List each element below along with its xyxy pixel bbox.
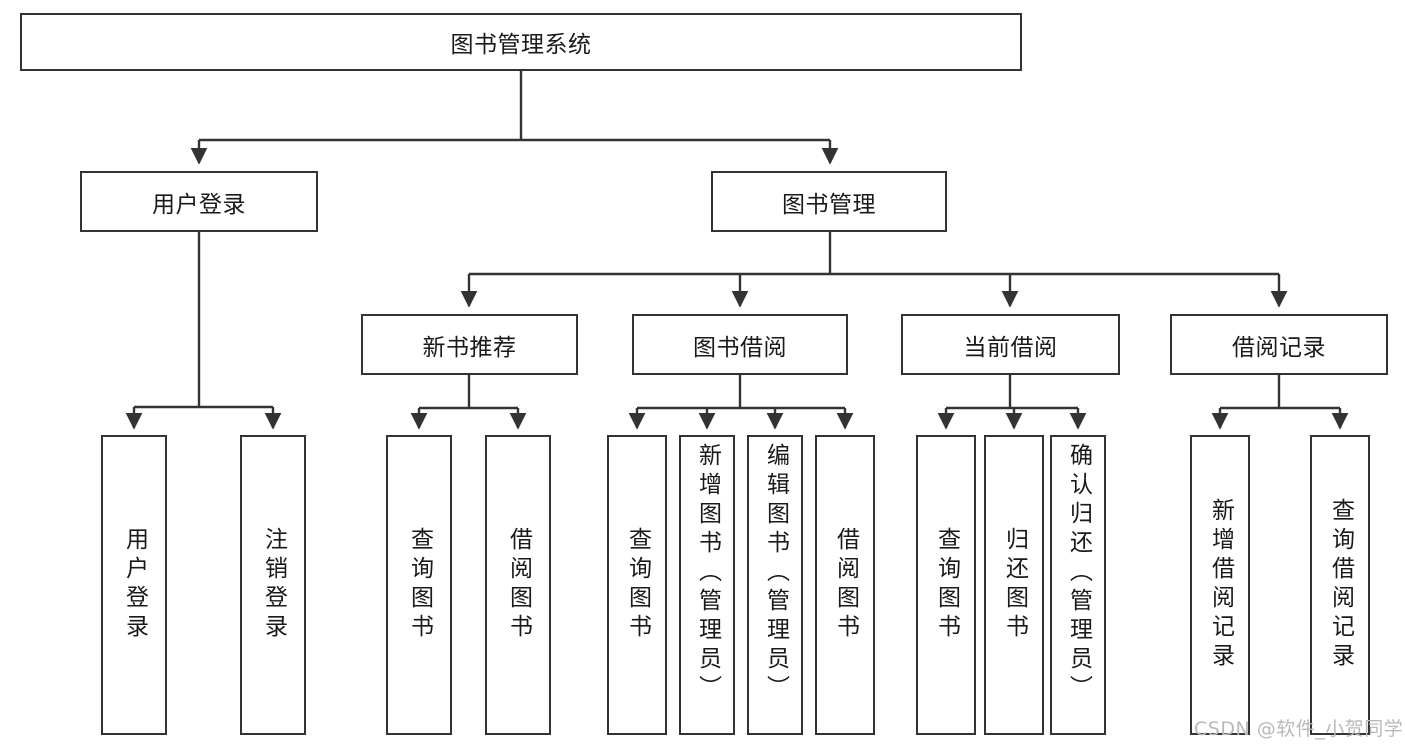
node-label: 查询借阅记录: [1327, 498, 1354, 672]
node-borrow-record[interactable]: 借阅记录: [1170, 314, 1388, 375]
node-borrow-query-book[interactable]: 查询图书: [607, 435, 667, 735]
node-recommend-query-book[interactable]: 查询图书: [386, 435, 452, 735]
node-user-login-logout[interactable]: 注销登录: [240, 435, 306, 735]
node-recommend-borrow-book[interactable]: 借阅图书: [485, 435, 551, 735]
node-borrow-add-book[interactable]: 新增图书（管理员）: [679, 435, 735, 735]
node-label: 查询图书: [933, 527, 960, 643]
node-current-confirm-return[interactable]: 确认归还（管理员）: [1050, 435, 1106, 735]
node-label: 确认归还（管理员）: [1065, 443, 1092, 704]
node-borrow-edit-book[interactable]: 编辑图书（管理员）: [747, 435, 803, 735]
node-label: 查询图书: [406, 527, 433, 643]
node-label: 图书借阅: [693, 334, 787, 361]
node-current-query-book[interactable]: 查询图书: [916, 435, 976, 735]
node-label: 借阅记录: [1232, 334, 1326, 361]
node-label: 借阅图书: [505, 527, 532, 643]
node-label: 注销登录: [260, 527, 287, 643]
node-record-add[interactable]: 新增借阅记录: [1190, 435, 1250, 735]
node-label: 编辑图书（管理员）: [762, 443, 789, 704]
node-user-login[interactable]: 用户登录: [80, 171, 318, 232]
node-label: 用户登录: [121, 527, 148, 643]
node-record-query[interactable]: 查询借阅记录: [1310, 435, 1370, 735]
node-label: 图书管理系统: [450, 32, 592, 58]
node-label: 归还图书: [1001, 527, 1028, 643]
csdn-watermark: CSDN @软件_小贺同学: [1194, 718, 1404, 740]
node-label: 新增借阅记录: [1207, 498, 1234, 672]
node-borrow-borrow-book[interactable]: 借阅图书: [815, 435, 875, 735]
node-book-borrow[interactable]: 图书借阅: [632, 314, 848, 375]
node-label: 图书管理: [782, 191, 876, 218]
node-book-management[interactable]: 图书管理: [711, 171, 947, 232]
node-current-borrow[interactable]: 当前借阅: [901, 314, 1120, 375]
node-label: 借阅图书: [832, 527, 859, 643]
node-root[interactable]: 图书管理系统: [20, 13, 1022, 71]
node-user-login-login[interactable]: 用户登录: [101, 435, 167, 735]
node-current-return-book[interactable]: 归还图书: [984, 435, 1044, 735]
node-label: 新书推荐: [422, 334, 517, 361]
node-label: 当前借阅: [963, 334, 1058, 361]
node-label: 新增图书（管理员）: [694, 443, 721, 704]
node-label: 查询图书: [624, 527, 651, 643]
node-label: 用户登录: [152, 191, 246, 218]
node-new-book-recommend[interactable]: 新书推荐: [361, 314, 578, 375]
